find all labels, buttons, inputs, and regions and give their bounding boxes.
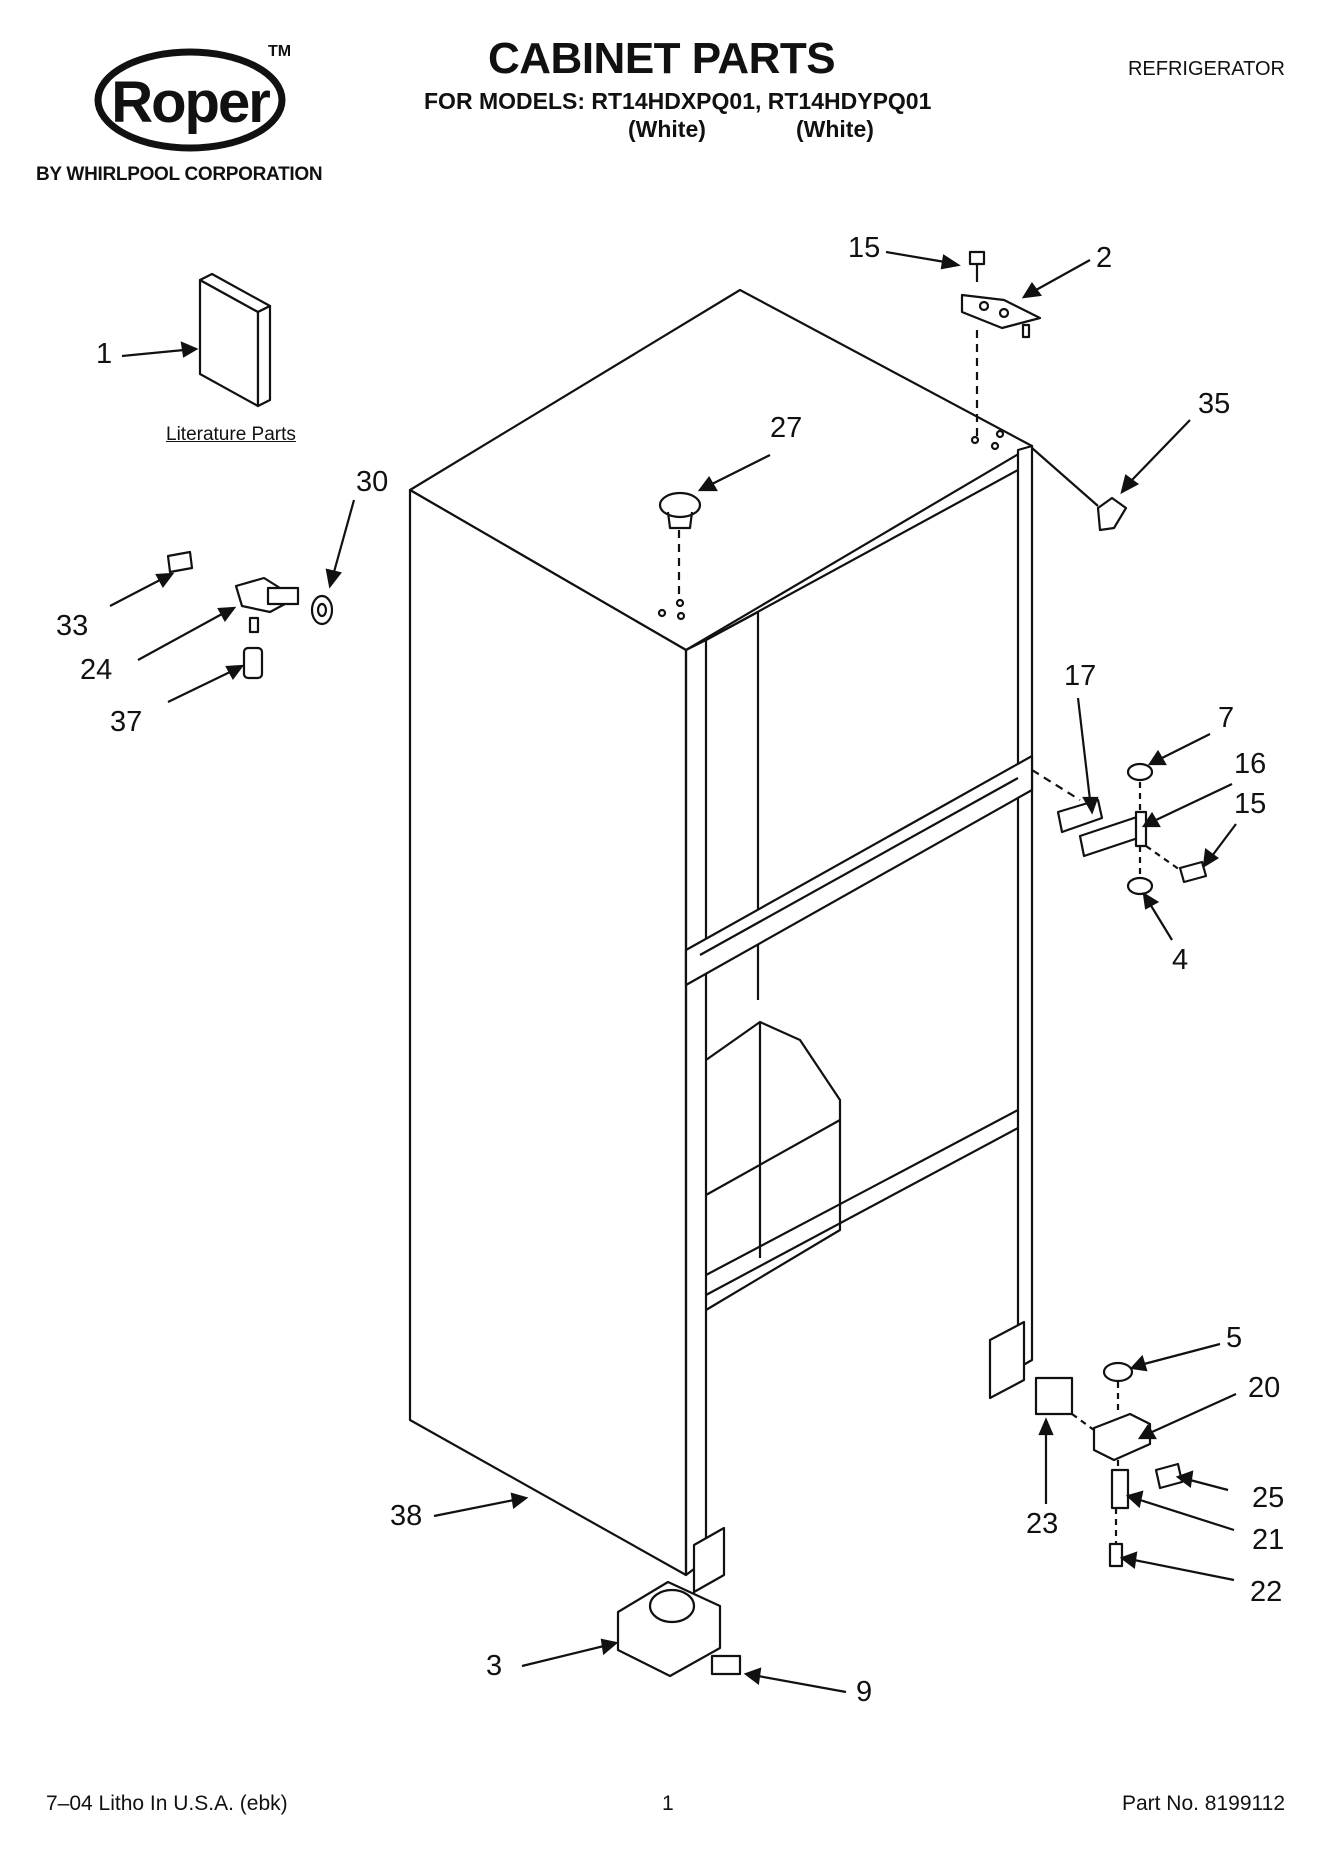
lower-hinge-icon <box>1034 1361 1184 1568</box>
literature-parts-label: Literature Parts <box>166 424 296 445</box>
callout-5: 5 <box>1226 1322 1243 1354</box>
callout-1: 1 <box>96 338 113 370</box>
center-hinge-icon <box>1056 762 1208 896</box>
literature-booklet-icon <box>198 272 272 408</box>
handle-hardware-icon <box>166 550 334 680</box>
callout-16: 16 <box>1234 748 1267 780</box>
cabinet-body <box>408 288 1034 1594</box>
callout-2: 2 <box>1096 242 1113 274</box>
footer-page-number: 1 <box>662 1792 674 1815</box>
svg-text:TM: TM <box>268 43 291 60</box>
callout-37: 37 <box>110 706 143 738</box>
roper-logo: Roper TM <box>94 43 291 152</box>
page-title: CABINET PARTS <box>488 34 836 83</box>
callout-27: 27 <box>770 412 803 444</box>
callout-15-top: 15 <box>848 232 881 264</box>
callout-3: 3 <box>486 1650 503 1682</box>
brand-subtitle: BY WHIRLPOOL CORPORATION <box>36 164 323 185</box>
callout-4: 4 <box>1172 944 1189 976</box>
variant-label-2: (White) <box>796 116 874 142</box>
callout-33: 33 <box>56 610 89 642</box>
footer-litho: 7–04 Litho In U.S.A. (ebk) <box>46 1792 288 1815</box>
hole-plug-icon <box>658 491 702 530</box>
callout-24: 24 <box>80 654 113 686</box>
hinge-cap-icon <box>1096 496 1128 532</box>
callout-38: 38 <box>390 1500 423 1532</box>
svg-text:Roper: Roper <box>111 70 270 135</box>
callout-20: 20 <box>1248 1372 1281 1404</box>
models-line: FOR MODELS: RT14HDXPQ01, RT14HDYPQ01 <box>424 88 932 114</box>
callout-17: 17 <box>1064 660 1097 692</box>
callout-30: 30 <box>356 466 389 498</box>
callout-25: 25 <box>1252 1482 1285 1514</box>
category-label: REFRIGERATOR <box>1127 58 1285 80</box>
callout-15-center: 15 <box>1234 788 1267 820</box>
callout-23: 23 <box>1026 1508 1059 1540</box>
callout-22: 22 <box>1250 1576 1283 1608</box>
footer-part-number: Part No. 8199112 <box>1121 1792 1285 1815</box>
variant-label-1: (White) <box>628 116 706 142</box>
callout-35: 35 <box>1198 388 1231 420</box>
leveling-leg-icon <box>616 1580 742 1678</box>
upper-hinge-icon <box>960 250 1042 339</box>
callout-21: 21 <box>1252 1524 1285 1556</box>
callout-7: 7 <box>1218 702 1235 734</box>
callout-9: 9 <box>856 1676 873 1708</box>
